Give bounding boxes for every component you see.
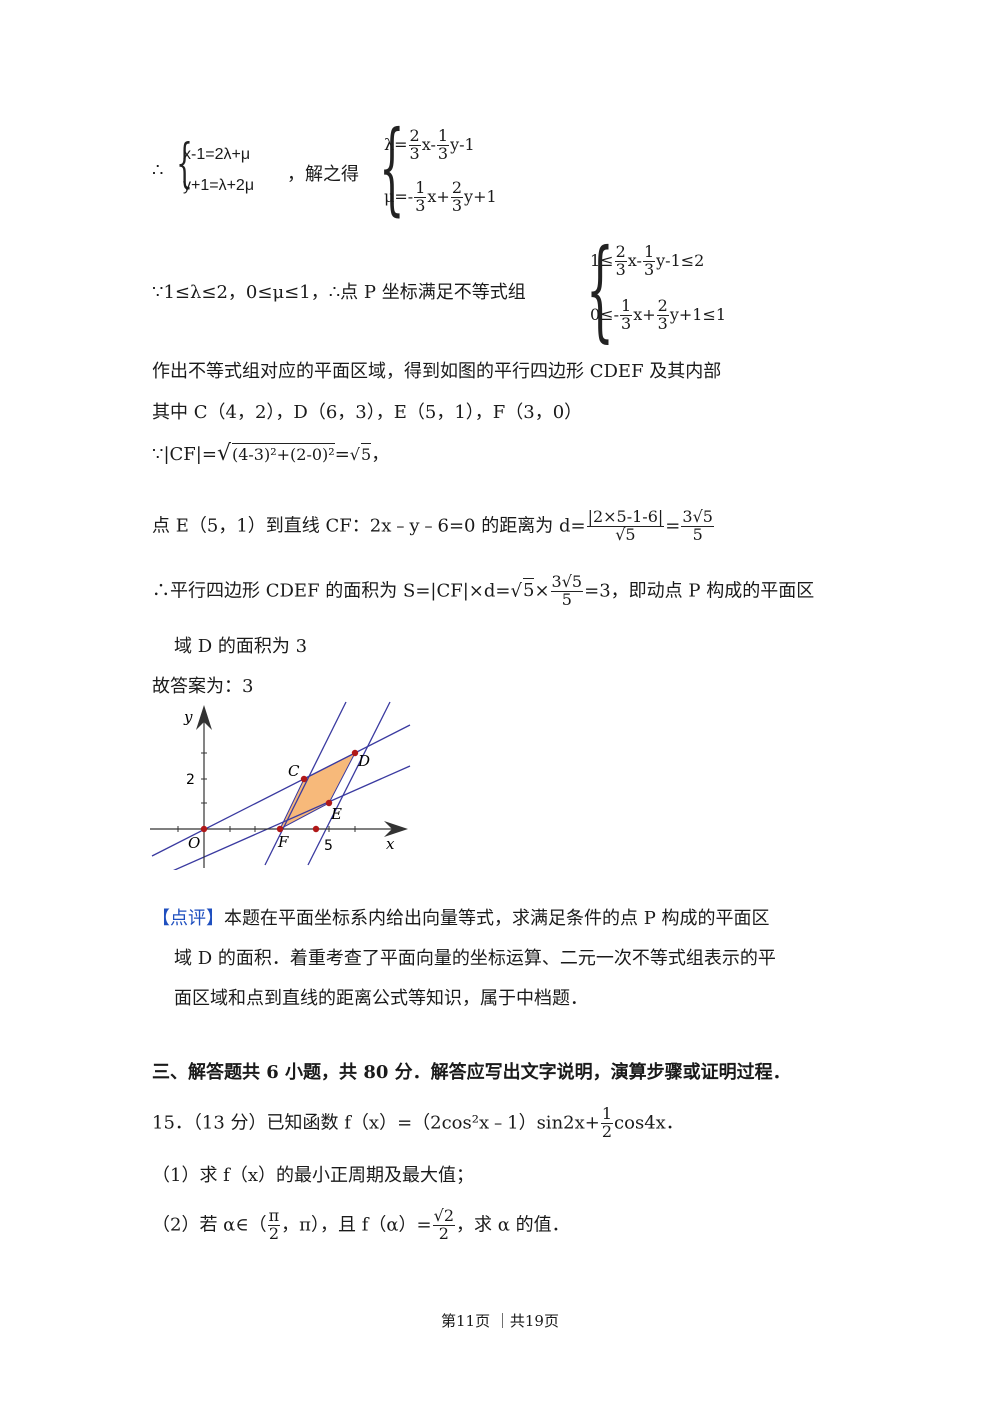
system-eq-1: x-1=2λ+μ [183, 146, 251, 163]
x-axis-arrow [384, 821, 408, 837]
parallelogram-figure: y x O 2 5 C D E F [150, 701, 411, 870]
section-heading: 三、解答题共 6 小题，共 80 分．解答应写出文字说明，演算步骤或证明过程． [152, 1062, 791, 1083]
comment-line-1: 【点评】本题在平面坐标系内给出向量等式，求满足条件的点 P 构成的平面区 [152, 908, 770, 929]
system-eq-2: y+1=λ+2μ [183, 177, 255, 194]
tick-label-2: 2 [186, 772, 195, 788]
comment-line-2: 域 D 的面积．着重考查了平面向量的坐标运算、二元一次不等式组表示的平 [174, 948, 776, 969]
label-C: C [288, 762, 300, 780]
point-E [325, 799, 333, 807]
tick-label-5: 5 [324, 838, 333, 854]
solution-brace: { [379, 109, 405, 226]
cf-length: ∵|CF|=√(4-3)²+(2-0)²=√5， [152, 441, 390, 466]
x-label: x [386, 835, 395, 853]
line-fc [264, 701, 347, 866]
point-D [351, 749, 359, 757]
point-F [276, 825, 284, 833]
comment-line-3: 面区域和点到直线的距离公式等知识，属于中档题． [174, 988, 588, 1009]
area-text-cont: 域 D 的面积为 3 [174, 636, 308, 657]
y-axis-arrow [196, 705, 212, 730]
therefore-symbol: ∴ [152, 160, 164, 181]
answer-text: 故答案为：3 [152, 676, 254, 697]
line-upper [173, 765, 411, 870]
origin-label: O [188, 834, 200, 852]
point-x5 [312, 825, 320, 833]
point-C [300, 775, 308, 783]
page-footer: 第11页 ｜共19页 [441, 1312, 559, 1330]
line-ed [307, 701, 391, 866]
system-brace-1: { [176, 134, 193, 194]
region-text: 作出不等式组对应的平面区域，得到如图的平行四边形 CDEF 及其内部 [152, 361, 722, 382]
question-15-part-1: （1）求 f（x）的最小正周期及最大值； [152, 1165, 474, 1186]
point-O [200, 825, 208, 833]
solve-text: ，解之得 [287, 164, 359, 185]
label-E: E [330, 805, 342, 823]
condition-text: ∵1≤λ≤2，0≤μ≤1，∴点 P 坐标满足不等式组 [152, 282, 526, 303]
distance-text: 点 E（5，1）到直线 CF：2x﹣y﹣6=0 的距离为 d=|2×5-1-6|… [152, 507, 714, 544]
y-label: y [183, 708, 193, 726]
comment-tag: 【点评】 [152, 908, 224, 929]
inequality-brace: { [586, 225, 614, 353]
label-D: D [357, 752, 370, 770]
points-text: 其中 C（4，2），D（6，3），E（5，1），F（3，0） [152, 402, 583, 423]
label-F: F [277, 833, 289, 851]
